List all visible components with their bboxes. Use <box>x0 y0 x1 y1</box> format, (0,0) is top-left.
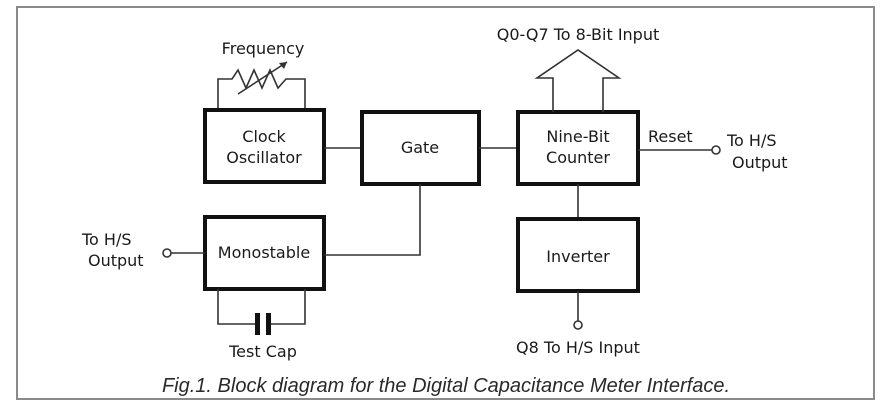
clock-oscillator-block: Clock Oscillator <box>203 108 326 184</box>
frequency-label: Frequency <box>222 39 305 58</box>
counter-label-1: Nine-Bit <box>546 127 609 146</box>
right-output-label-2: Output <box>732 153 788 172</box>
monostable-label: Monostable <box>218 243 310 262</box>
left-input-terminal-icon <box>162 248 172 258</box>
figure-caption: Fig.1. Block diagram for the Digital Cap… <box>162 375 730 397</box>
inverter-block: Inverter <box>516 217 640 293</box>
right-output-label-1: To H/S <box>726 131 777 150</box>
q8-input-label: Q8 To H/S Input <box>516 338 640 357</box>
bus-output-label: Q0-Q7 To 8-Bit Input <box>497 25 660 44</box>
reset-terminal-icon <box>711 145 721 155</box>
reset-label: Reset <box>648 127 693 146</box>
left-output-label-2: Output <box>88 251 144 270</box>
clock-oscillator-label-1: Clock <box>242 127 286 146</box>
test-cap-label: Test Cap <box>228 342 297 361</box>
gate-block: Gate <box>360 110 481 186</box>
monostable-to-gate-wire <box>324 184 421 256</box>
counter-label-2: Counter <box>546 148 610 167</box>
clock-oscillator-label-2: Oscillator <box>226 148 302 167</box>
variable-resistor-icon <box>217 61 306 110</box>
left-output-label-1: To H/S <box>81 230 132 249</box>
gate-label: Gate <box>401 138 439 157</box>
inverter-label: Inverter <box>546 247 610 266</box>
figure-frame <box>16 6 875 400</box>
monostable-block: Monostable <box>203 215 326 291</box>
nine-bit-counter-block: Nine-Bit Counter <box>516 110 640 186</box>
test-capacitor-icon <box>217 289 306 335</box>
bus-arrow-icon <box>534 49 622 112</box>
q8-terminal-icon <box>573 320 583 330</box>
